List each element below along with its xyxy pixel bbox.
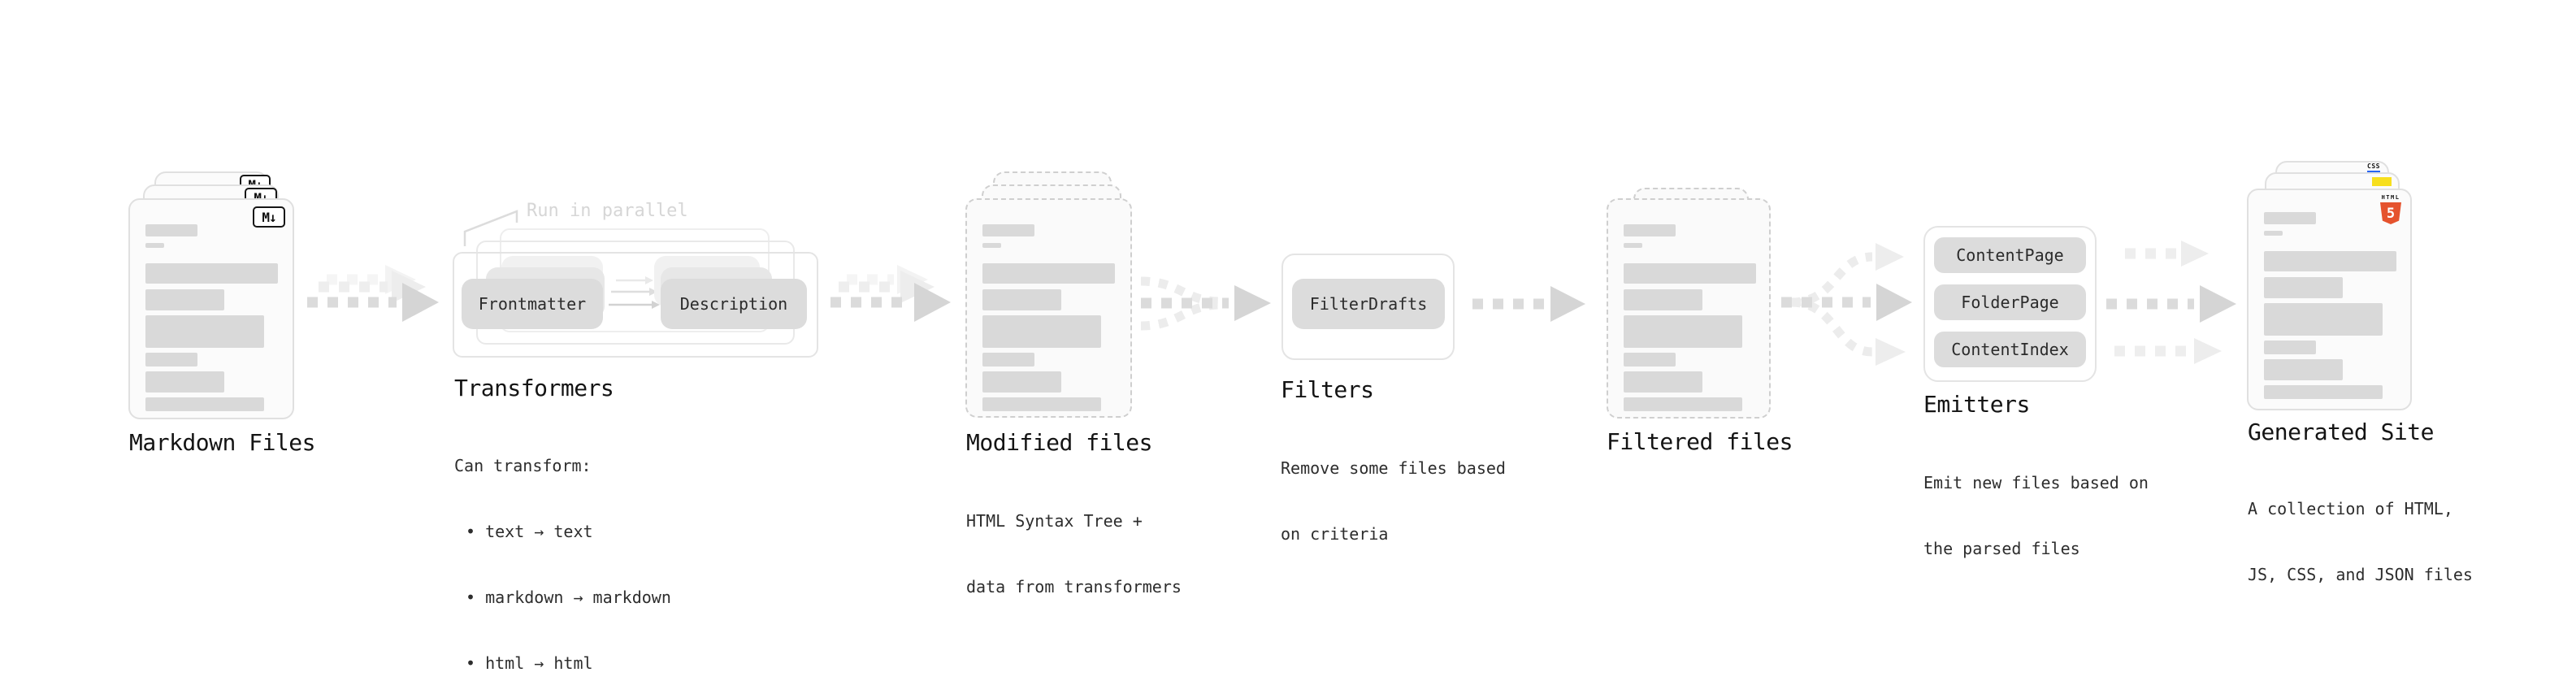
- arrow-transformers-to-modified: [830, 265, 951, 322]
- markdown-icon: M↓: [253, 206, 285, 228]
- transformers-bullet: • text → text: [466, 522, 593, 541]
- filter-drafts-pill: FilterDrafts: [1292, 279, 1445, 329]
- modified-file-front: [965, 198, 1132, 418]
- transformers-desc-heading: Can transform:: [454, 456, 592, 475]
- run-in-parallel-callout-line: [463, 210, 518, 246]
- generated-site-title: Generated Site: [2248, 419, 2435, 445]
- filtered-files-title: Filtered files: [1607, 428, 1793, 455]
- emitters-description: Emit new files based on the parsed files: [1923, 473, 2149, 558]
- transformers-bullet: • html → html: [466, 653, 593, 673]
- html5-icon: HTML 5: [2379, 194, 2403, 224]
- transformer-frontmatter-pill: Frontmatter: [462, 279, 603, 329]
- filters-title: Filters: [1281, 376, 1374, 403]
- emitter-folder-page-pill: FolderPage: [1934, 284, 2086, 320]
- transformers-description: Can transform: • text → text • markdown …: [454, 411, 671, 681]
- emitter-content-page-pill: ContentPage: [1934, 237, 2086, 273]
- transformer-pill-arrows: [609, 276, 660, 309]
- markdown-file-front: M↓: [128, 198, 294, 419]
- filtered-file-front: [1607, 198, 1771, 419]
- arrow-filtered-to-emitters: [1781, 243, 1912, 366]
- generated-file-front: HTML 5: [2247, 189, 2412, 410]
- markdown-files-title: Markdown Files: [129, 429, 316, 456]
- modified-files-description: HTML Syntax Tree + data from transformer…: [966, 511, 1182, 596]
- arrow-markdown-to-transformers: [307, 265, 439, 322]
- arrow-filters-to-filtered: [1472, 286, 1585, 322]
- arrow-emitters-to-generated: [2106, 241, 2236, 364]
- arrow-modified-to-filters: [1140, 276, 1271, 331]
- js-icon: [2372, 177, 2392, 186]
- transformer-description-pill: Description: [661, 279, 807, 329]
- emitter-content-index-pill: ContentIndex: [1934, 332, 2086, 367]
- generated-site-description: A collection of HTML, JS, CSS, and JSON …: [2248, 499, 2473, 584]
- transformers-bullet: • markdown → markdown: [466, 588, 671, 607]
- modified-files-title: Modified files: [966, 429, 1153, 456]
- run-in-parallel-annotation: Run in parallel: [527, 201, 688, 221]
- emitters-title: Emitters: [1923, 391, 2030, 418]
- transformers-title: Transformers: [454, 375, 614, 401]
- transformer-layer-front: [453, 252, 818, 358]
- filters-description: Remove some files based on criteria: [1281, 458, 1506, 544]
